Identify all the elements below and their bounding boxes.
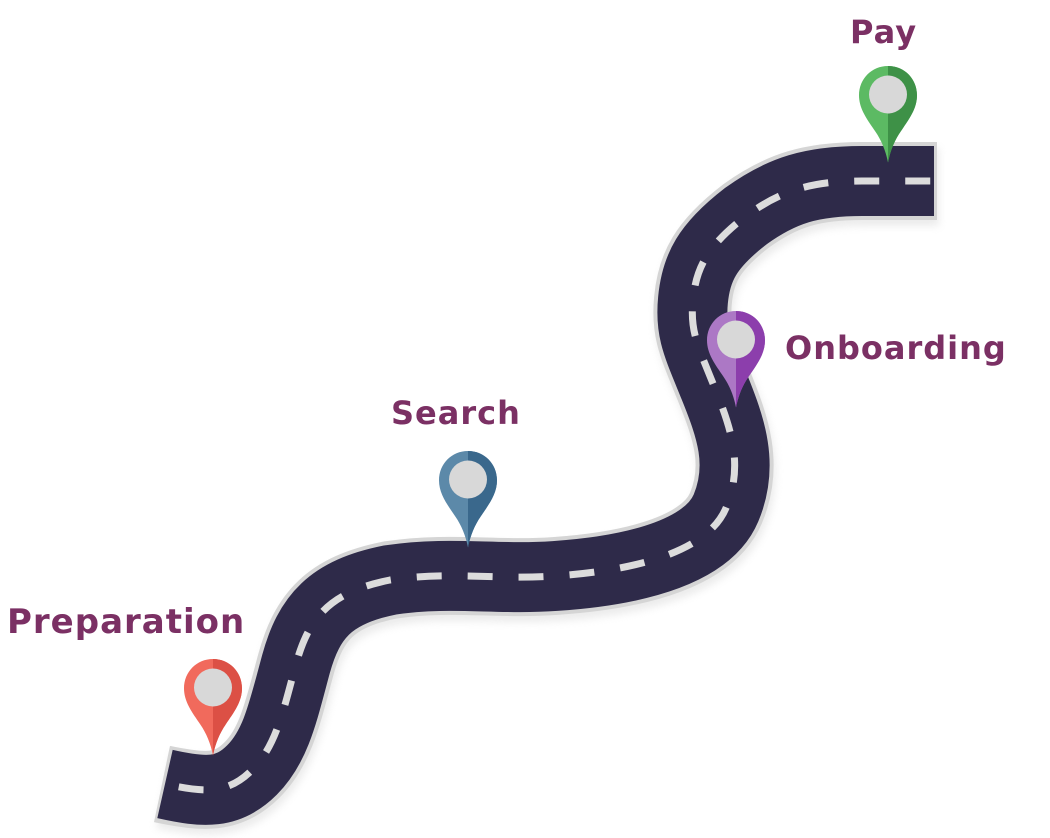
milestone-label-search: Search xyxy=(391,394,521,432)
road-dash-line xyxy=(164,177,934,794)
map-pin-pay-icon xyxy=(859,66,917,163)
map-pin-onboarding-icon xyxy=(707,311,765,408)
map-pin-search-icon xyxy=(439,451,497,548)
milestone-label-pay: Pay xyxy=(850,13,918,51)
milestone-label-preparation: Preparation xyxy=(7,602,246,642)
milestone-label-onboarding: Onboarding xyxy=(785,329,1007,367)
map-pin-preparation-icon xyxy=(184,659,242,756)
road-surface xyxy=(157,146,934,825)
